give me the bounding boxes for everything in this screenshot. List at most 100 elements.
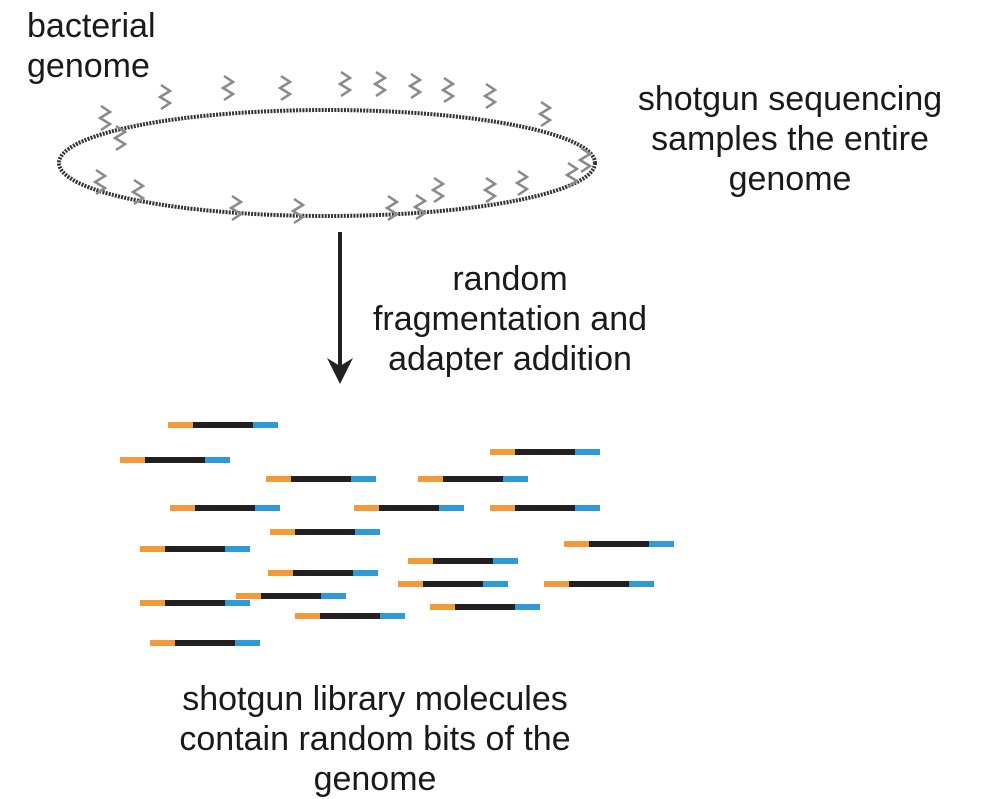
- library-molecule: [140, 546, 250, 552]
- library-molecule: [408, 558, 518, 564]
- adapter-left: [268, 570, 293, 576]
- adapter-left: [266, 476, 291, 482]
- genome-insert: [423, 581, 483, 587]
- adapter-right: [235, 640, 260, 646]
- library-molecule: [120, 457, 230, 463]
- adapter-right: [649, 541, 674, 547]
- genome-insert: [145, 457, 205, 463]
- adapter-left: [418, 476, 443, 482]
- genome-insert: [165, 600, 225, 606]
- adapter-right: [225, 546, 250, 552]
- adapter-left: [295, 613, 320, 619]
- adapter-left: [168, 422, 193, 428]
- genome-insert: [175, 640, 235, 646]
- library-label: shotgun library molecules contain random…: [179, 680, 571, 798]
- adapter-right: [355, 529, 380, 535]
- fragment-zigzag: [157, 83, 173, 111]
- fragment-zigzag: [337, 70, 353, 98]
- library-molecule: [140, 600, 250, 606]
- fragment-zigzag: [564, 161, 580, 189]
- library-molecule: [168, 422, 278, 428]
- adapter-left: [270, 529, 295, 535]
- genome-insert: [569, 581, 629, 587]
- adapter-left: [564, 541, 589, 547]
- library-molecule: [490, 449, 600, 455]
- adapter-left: [490, 449, 515, 455]
- fragment-zigzag: [407, 72, 423, 100]
- fragment-zigzag: [277, 74, 293, 102]
- fragment-zigzag: [220, 74, 236, 102]
- library-molecule: [270, 529, 380, 535]
- adapter-right: [255, 505, 280, 511]
- genome-insert: [379, 505, 439, 511]
- adapter-left: [140, 600, 165, 606]
- fragment-zigzag: [92, 168, 108, 196]
- adapter-right: [515, 604, 540, 610]
- adapter-right: [493, 558, 518, 564]
- fragment-zigzag: [97, 104, 113, 132]
- genome-insert: [295, 529, 355, 535]
- genome-insert: [589, 541, 649, 547]
- adapter-left: [150, 640, 175, 646]
- fragment-zigzag: [440, 76, 456, 104]
- genome-insert: [291, 476, 351, 482]
- fragment-zigzag: [372, 70, 388, 98]
- adapter-right: [380, 613, 405, 619]
- library-molecule: [490, 505, 600, 511]
- library-molecule: [544, 581, 654, 587]
- adapter-right: [225, 600, 250, 606]
- adapter-right: [205, 457, 230, 463]
- genome-insert: [261, 593, 321, 599]
- genome-fragments: [92, 70, 593, 225]
- genome-insert: [193, 422, 253, 428]
- library-molecule: [236, 593, 346, 599]
- adapter-right: [351, 476, 376, 482]
- fragment-zigzag: [537, 100, 553, 128]
- library-molecule: [564, 541, 674, 547]
- fragment-zigzag: [482, 82, 498, 110]
- adapter-left: [490, 505, 515, 511]
- library-molecule: [418, 476, 528, 482]
- genome-insert: [455, 604, 515, 610]
- genome-insert: [433, 558, 493, 564]
- adapter-left: [170, 505, 195, 511]
- adapter-right: [629, 581, 654, 587]
- adapter-right: [439, 505, 464, 511]
- genome-insert: [515, 505, 575, 511]
- fragment-zigzag: [430, 176, 446, 204]
- library-molecule: [266, 476, 376, 482]
- fragment-zigzag: [514, 169, 530, 197]
- genome-insert: [165, 546, 225, 552]
- arrowhead: [327, 358, 353, 384]
- genome-insert: [515, 449, 575, 455]
- adapter-left: [354, 505, 379, 511]
- library-molecule: [430, 604, 540, 610]
- adapter-left: [120, 457, 145, 463]
- fragment-zigzag: [228, 194, 244, 222]
- genome-insert: [443, 476, 503, 482]
- adapter-left: [140, 546, 165, 552]
- fragment-zigzag: [577, 146, 593, 174]
- adapter-left: [236, 593, 261, 599]
- library-molecule: [354, 505, 464, 511]
- bacterial-genome-circle: [57, 70, 597, 225]
- adapter-right: [483, 581, 508, 587]
- adapter-right: [353, 570, 378, 576]
- fragmentation-label: random fragmentation and adapter additio…: [372, 260, 648, 378]
- library-molecule: [170, 505, 280, 511]
- genome-ring: [57, 108, 597, 218]
- fragment-zigzag: [112, 124, 128, 152]
- library-molecules: [120, 422, 674, 646]
- adapter-right: [253, 422, 278, 428]
- adapter-right: [503, 476, 528, 482]
- fragment-zigzag: [412, 193, 428, 221]
- adapter-left: [430, 604, 455, 610]
- adapter-right: [321, 593, 346, 599]
- adapter-left: [544, 581, 569, 587]
- genome-insert: [293, 570, 353, 576]
- fragment-zigzag: [384, 194, 400, 222]
- process-arrow: [327, 232, 353, 384]
- fragment-zigzag: [482, 176, 498, 204]
- library-molecule: [295, 613, 405, 619]
- adapter-right: [575, 505, 600, 511]
